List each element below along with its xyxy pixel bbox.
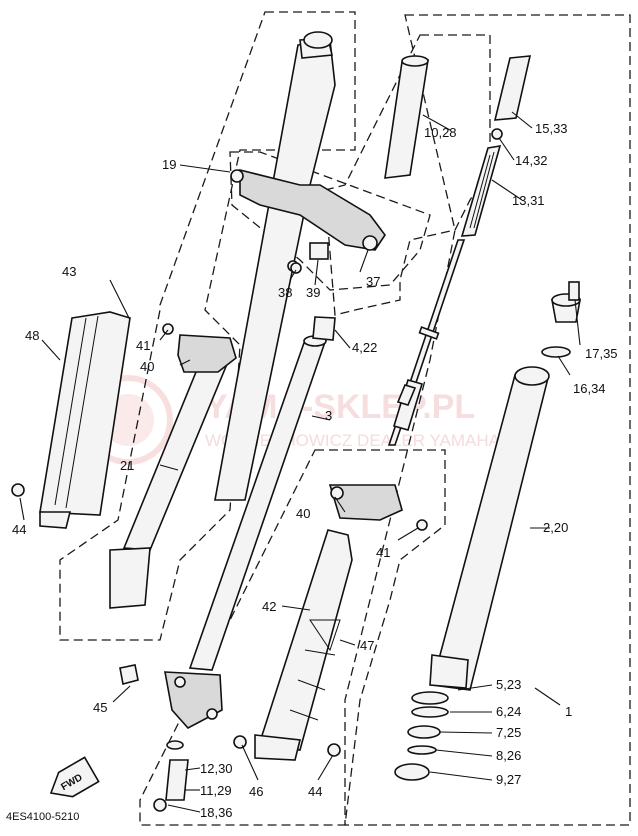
callout-38: 38 (278, 285, 292, 300)
slider-tube (188, 316, 336, 671)
cap-bolt (541, 281, 581, 358)
callout-4-22: 4,22 (352, 340, 377, 355)
lower-slider (109, 334, 237, 609)
callout-48: 48 (25, 328, 39, 343)
bracket-group-outline (229, 151, 431, 291)
callout-17-35: 17,35 (585, 346, 618, 361)
guard-group-outline (139, 449, 446, 826)
callout-44-right: 44 (308, 784, 322, 799)
callouts: 19 10,28 15,33 14,32 13,31 37 38 39 43 4… (12, 121, 618, 820)
damper-rod-long (387, 239, 466, 446)
callout-2-20: 2,20 (543, 520, 568, 535)
callout-8-26: 8,26 (496, 748, 521, 763)
callout-10-28: 10,28 (424, 125, 457, 140)
callout-13-31: 13,31 (512, 193, 545, 208)
guard-plate (39, 311, 131, 529)
spacer-tube (460, 145, 502, 237)
callout-43: 43 (62, 264, 76, 279)
bolts (11, 262, 428, 812)
callout-7-25: 7,25 (496, 725, 521, 740)
callout-45: 45 (93, 700, 107, 715)
fork-spring (491, 55, 532, 140)
callout-41-lower: 41 (376, 545, 390, 560)
callout-47: 47 (360, 638, 374, 653)
callout-5-23: 5,23 (496, 677, 521, 692)
callout-42: 42 (262, 599, 276, 614)
lower-guard (254, 529, 353, 761)
callout-44-left: 44 (12, 522, 26, 537)
callout-15-33: 15,33 (535, 121, 568, 136)
axle-holder (119, 664, 223, 730)
callout-19: 19 (162, 157, 176, 172)
callout-37: 37 (366, 274, 380, 289)
callout-41-upper: 41 (136, 338, 150, 353)
callout-9-27: 9,27 (496, 772, 521, 787)
callout-16-34: 16,34 (573, 381, 606, 396)
upper-bracket (230, 168, 386, 272)
lower-clamp (328, 484, 403, 521)
callout-18-36: 18,36 (200, 805, 233, 820)
damper-rod-top (384, 55, 429, 179)
diagram-code: 4ES4100-5210 (6, 811, 79, 823)
callout-1: 1 (565, 704, 572, 719)
callout-40-lower: 40 (296, 506, 310, 521)
callout-40-upper: 40 (140, 359, 154, 374)
fwd-arrow-icon: FWD (49, 756, 100, 798)
callout-46: 46 (249, 784, 263, 799)
callout-3: 3 (325, 408, 332, 423)
leader-lines (19, 111, 581, 813)
inner-tube (429, 366, 550, 691)
callout-12-30: 12,30 (200, 761, 233, 776)
seal-stack (394, 691, 449, 781)
callout-6-24: 6,24 (496, 704, 521, 719)
callout-21: 21 (120, 458, 134, 473)
callout-14-32: 14,32 (515, 153, 548, 168)
callout-39: 39 (306, 285, 320, 300)
callout-11-29: 11,29 (200, 783, 232, 798)
